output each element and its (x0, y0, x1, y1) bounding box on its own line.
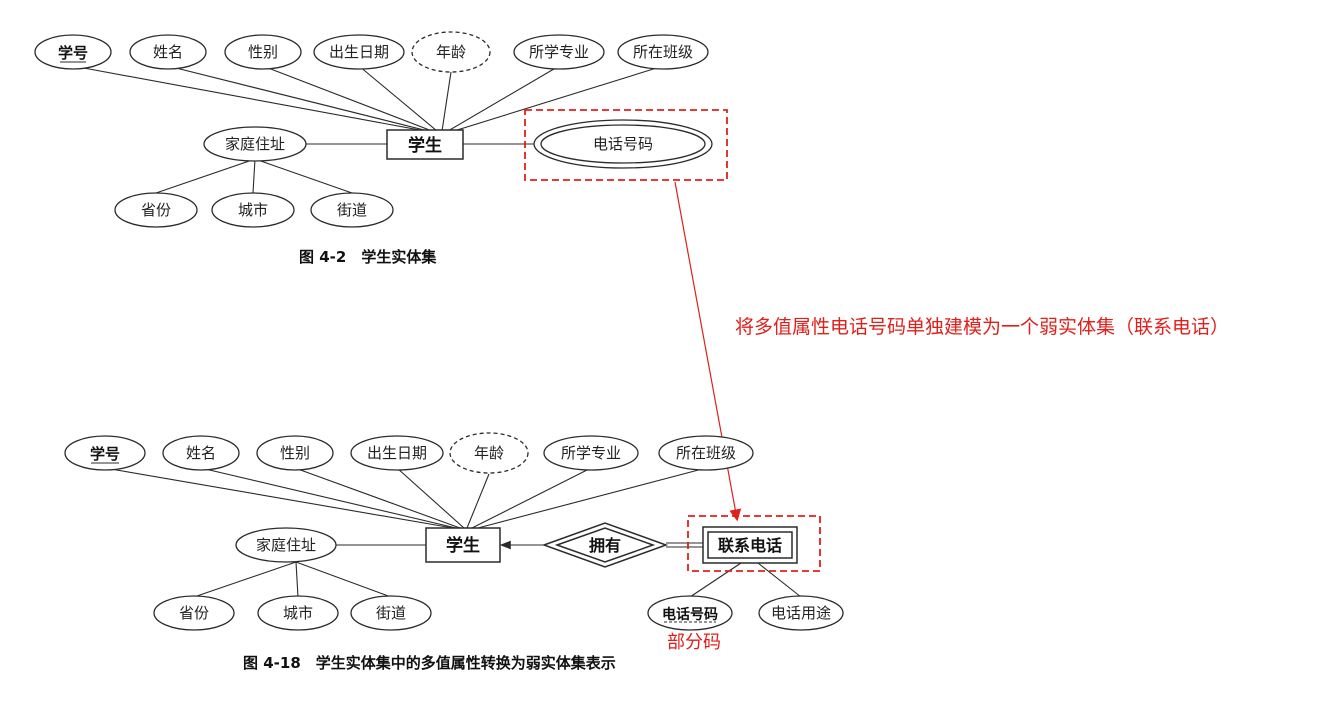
svg-text:城市: 城市 (283, 604, 313, 622)
svg-text:电话号码: 电话号码 (662, 606, 718, 623)
svg-text:所学专业: 所学专业 (529, 43, 589, 61)
svg-text:性别: 性别 (248, 43, 278, 61)
svg-text:出生日期: 出生日期 (329, 43, 389, 61)
fig2-attr-gender: 性别 (256, 435, 334, 471)
fig1-attr-age-derived: 年龄 (411, 31, 491, 73)
fig1-attr-major: 所学专业 (513, 34, 605, 70)
svg-text:拥有: 拥有 (589, 536, 621, 555)
fig2-subattr-province: 省份 (153, 595, 235, 631)
svg-text:省份: 省份 (179, 604, 209, 622)
fig1-subattr-city: 城市 (211, 192, 295, 228)
annotation-text: 将多值属性电话号码单独建模为一个弱实体集（联系电话） (735, 316, 1229, 338)
fig2-weak-entity-contact-phone: 联系电话 (702, 526, 798, 564)
fig1-attr-home-address: 家庭住址 (203, 126, 307, 162)
fig2-attr-age-derived: 年龄 (449, 432, 529, 474)
fig1-highlight-box (524, 109, 728, 181)
svg-text:街道: 街道 (337, 201, 367, 219)
fig2-attr-major: 所学专业 (543, 435, 639, 471)
svg-text:联系电话: 联系电话 (718, 536, 782, 555)
svg-text:学号: 学号 (90, 445, 120, 463)
fig1-attr-birthdate: 出生日期 (313, 34, 405, 70)
svg-text:性别: 性别 (280, 444, 310, 462)
fig1-attr-gender: 性别 (224, 34, 302, 70)
svg-text:年龄: 年龄 (474, 444, 504, 462)
fig2-connectors (104, 467, 802, 598)
fig2-attr-phone-partial-key: 电话号码 (647, 595, 733, 631)
fig1-connectors (72, 65, 664, 194)
svg-text:姓名: 姓名 (186, 444, 216, 462)
fig2-entity-student: 学生 (425, 527, 501, 563)
svg-text:家庭住址: 家庭住址 (225, 135, 285, 153)
figure-4-2: 学号 姓名 性别 出生日期 年龄 所学专业 所在班级 (34, 31, 728, 266)
svg-text:学生: 学生 (446, 535, 480, 556)
fig2-attr-name: 姓名 (162, 435, 240, 471)
svg-text:家庭住址: 家庭住址 (256, 536, 316, 554)
svg-text:电话用途: 电话用途 (771, 604, 831, 622)
svg-text:所学专业: 所学专业 (561, 444, 621, 462)
fig2-relationship-owns: 拥有 (541, 522, 669, 568)
figure-4-18: 学号 姓名 性别 出生日期 年龄 所学专业 所在班级 学生 (64, 432, 844, 672)
fig1-subattr-province: 省份 (114, 192, 198, 228)
svg-text:学生: 学生 (408, 135, 442, 156)
svg-text:街道: 街道 (376, 604, 406, 622)
fig2-subattr-street: 街道 (350, 595, 432, 631)
fig2-attr-birthdate: 出生日期 (350, 435, 444, 471)
fig2-attr-home-address: 家庭住址 (235, 527, 337, 563)
fig1-attr-phone-multivalued: 电话号码 (533, 119, 713, 169)
fig2-caption: 图 4-18 学生实体集中的多值属性转换为弱实体集表示 (243, 654, 616, 672)
svg-text:城市: 城市 (238, 201, 268, 219)
fig1-attr-class: 所在班级 (617, 34, 709, 70)
partial-key-label: 部分码 (667, 632, 721, 653)
svg-text:省份: 省份 (141, 201, 171, 219)
fig1-attr-name: 姓名 (129, 34, 207, 70)
svg-text:所在班级: 所在班级 (633, 43, 693, 61)
fig1-attr-student-id: 学号 (34, 34, 112, 70)
fig2-attr-student-id: 学号 (64, 435, 146, 471)
fig2-attr-phone-usage: 电话用途 (758, 595, 844, 631)
fig2-attr-class: 所在班级 (658, 435, 754, 471)
svg-text:年龄: 年龄 (436, 43, 466, 61)
svg-text:出生日期: 出生日期 (367, 444, 427, 462)
fig2-subattr-city: 城市 (257, 595, 339, 631)
svg-text:姓名: 姓名 (153, 43, 183, 61)
svg-text:电话号码: 电话号码 (593, 135, 653, 153)
fig1-entity-student: 学生 (386, 129, 464, 160)
svg-text:所在班级: 所在班级 (676, 444, 736, 462)
fig1-caption: 图 4-2 学生实体集 (299, 248, 437, 266)
fig1-subattr-street: 街道 (310, 192, 394, 228)
fig2-highlight-box (687, 515, 821, 572)
svg-text:学号: 学号 (58, 44, 88, 62)
